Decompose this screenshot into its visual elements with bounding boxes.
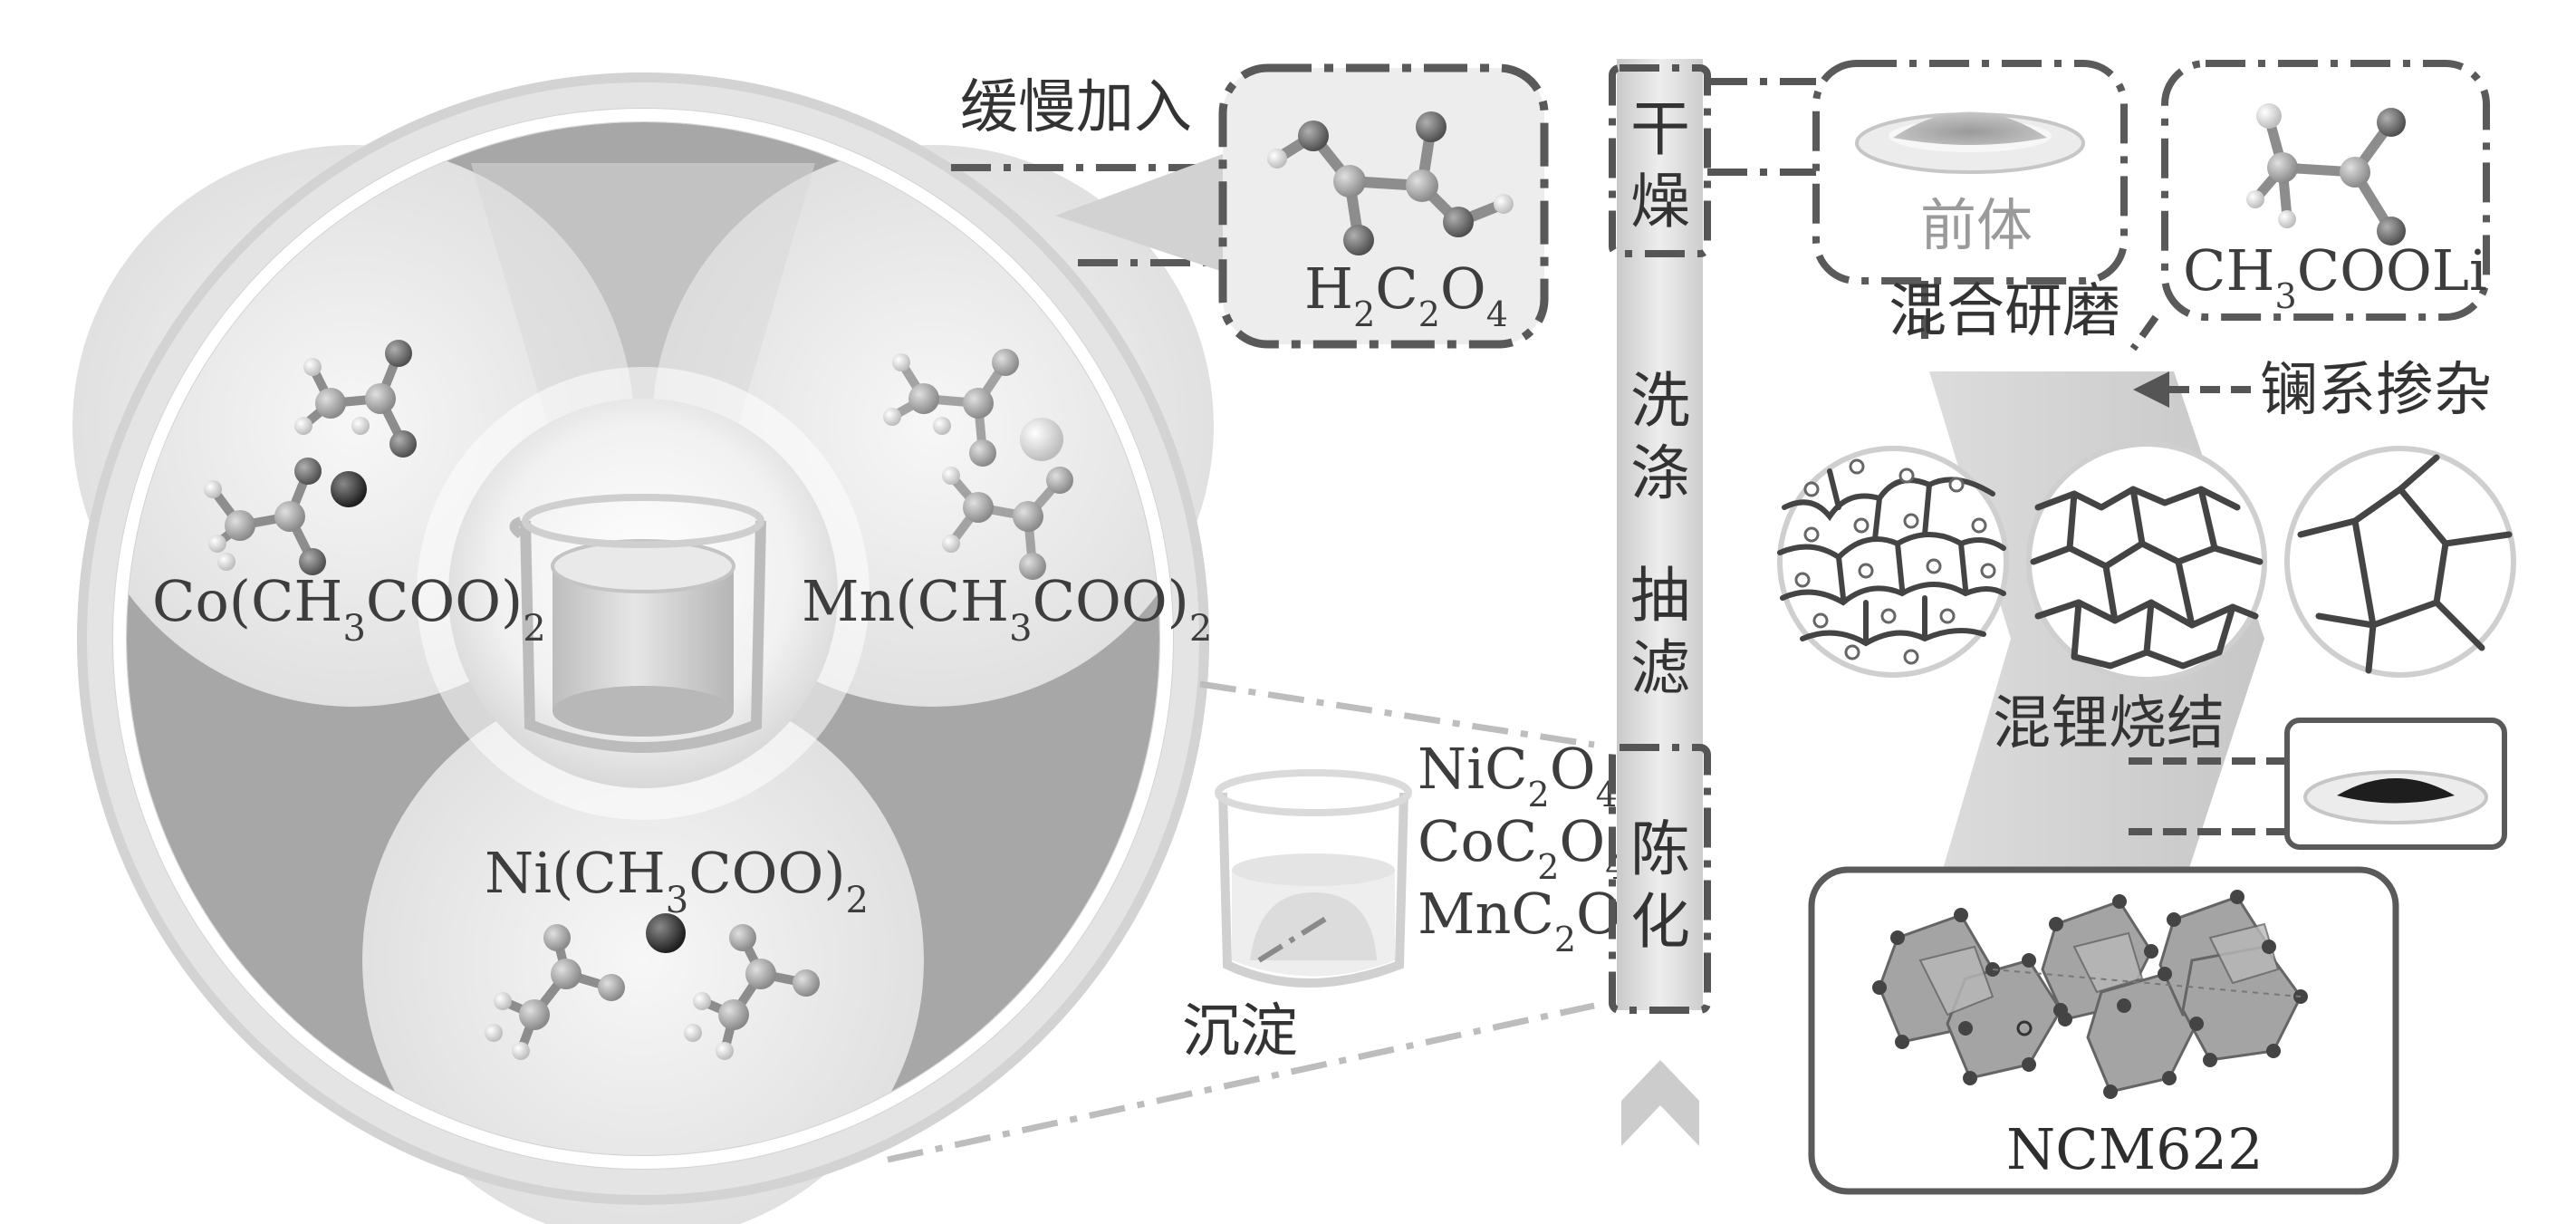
step-age-1: 陈 xyxy=(1630,814,1690,884)
product-dish-group xyxy=(2129,718,2507,850)
ncm622-group: NCM622 xyxy=(1808,866,2399,1195)
ni-acetate-label: Ni(CH3COO)2 xyxy=(485,840,869,921)
mn-ion xyxy=(1020,418,1063,461)
mix-grind-label: 混合研磨 xyxy=(1889,278,2120,345)
petal-ni xyxy=(362,679,924,1224)
oxalic-acid-label: H2C2O4 xyxy=(1304,255,1508,334)
lithium-acetate-box xyxy=(2161,60,2490,321)
lithium-acetate-molecule xyxy=(2246,103,2406,246)
precipitate-group: 沉淀 NiC2O4 CoC2O4 MnC2O4 xyxy=(887,680,1644,1163)
slow-add-label: 缓慢加入 xyxy=(960,74,1192,141)
up-arrow-icon xyxy=(1621,1060,1699,1146)
grain-small-circle xyxy=(1777,446,2009,678)
reaction-disc: Co(CH3COO)2 Mn(CH3COO)2 Ni(CH3COO)2 xyxy=(72,72,1214,1224)
oxalic-acid-molecule xyxy=(1267,111,1514,255)
co-ion xyxy=(331,471,367,507)
step-wash-2: 涤 xyxy=(1630,439,1690,508)
age-step-box xyxy=(1609,744,1711,1014)
step-filter-1: 抽 xyxy=(1630,561,1690,631)
ni-acetate-molecule xyxy=(485,913,820,1060)
step-dry-1: 干 xyxy=(1630,94,1690,164)
step-filter-2: 滤 xyxy=(1630,633,1690,703)
step-dry-2: 燥 xyxy=(1630,167,1690,236)
grain-medium-circle xyxy=(2026,441,2267,682)
ncm622-label: NCM622 xyxy=(2006,1116,2264,1182)
step-wash-1: 洗 xyxy=(1630,366,1690,436)
mn-acetate-molecule xyxy=(883,349,1073,580)
step-age-2: 化 xyxy=(1630,887,1690,957)
grain-large-circle xyxy=(2284,446,2516,678)
ni-ion xyxy=(646,913,686,953)
co-acetate-molecule xyxy=(204,340,417,575)
co-oxalate-label: CoC2O4 xyxy=(1418,808,1627,887)
process-bar: 干 燥 洗 涤 抽 滤 陈 化 xyxy=(1609,59,1711,1146)
doping-indicator: 镧系掺杂 xyxy=(2133,357,2492,424)
doping-label: 镧系掺杂 xyxy=(2260,357,2492,424)
mn-acetate-label: Mn(CH3COO)2 xyxy=(802,568,1212,650)
powder-dish-icon xyxy=(1855,111,2085,174)
dry-step-box xyxy=(1609,64,1711,257)
doping-arrow-icon xyxy=(2133,371,2169,408)
oxalic-acid-group: 缓慢加入 H2C2O4 xyxy=(951,63,1549,349)
precursor-group: 前体 xyxy=(1812,60,2128,284)
lithium-acetate-group: CH3COOLi xyxy=(2161,60,2490,321)
co-acetate-label: Co(CH3COO)2 xyxy=(152,568,546,650)
beaker-icon xyxy=(509,494,766,753)
process-bar-body xyxy=(1617,59,1703,1010)
crystal-structure-icon xyxy=(1872,890,2308,1099)
ni-oxalate-label: NiC2O4 xyxy=(1418,736,1618,814)
lithium-acetate-label: CH3COOLi xyxy=(2183,237,2487,316)
precipitate-beaker-icon xyxy=(1215,769,1412,988)
precursor-label: 前体 xyxy=(1920,192,2033,258)
black-powder-dish-icon xyxy=(2303,770,2488,824)
sinter-label: 混锂烧结 xyxy=(1993,690,2225,757)
precipitate-label: 沉淀 xyxy=(1182,998,1298,1065)
funnel-shape xyxy=(1055,154,1223,272)
